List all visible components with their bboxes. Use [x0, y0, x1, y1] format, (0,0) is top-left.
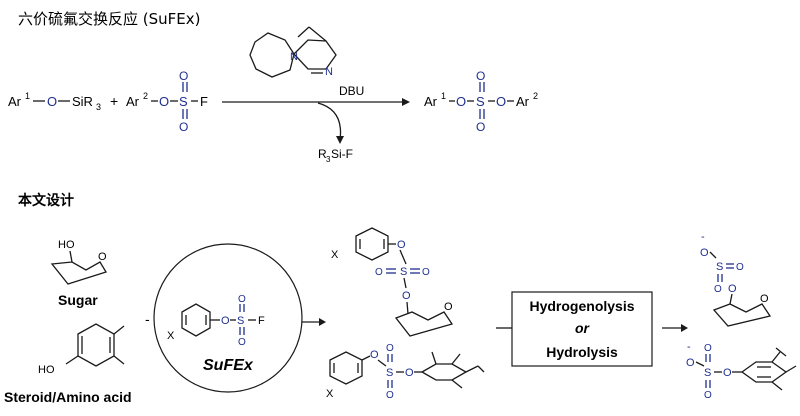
- design-heading: 本文设计: [18, 192, 74, 209]
- sulfur-label: S: [237, 315, 244, 327]
- charge-label: -: [687, 341, 691, 353]
- nitrogen-label: N: [325, 66, 333, 78]
- phenol-structure: HO Steroid/Amino acid: [4, 323, 132, 405]
- sulfur-label: S: [704, 367, 711, 379]
- sulfur-label: S: [179, 94, 188, 109]
- oxygen-label: O: [402, 290, 411, 302]
- oxygen-label: O: [686, 357, 695, 369]
- silyl-label: SiR: [72, 94, 93, 109]
- byproduct-subscript: 3: [326, 155, 331, 164]
- ar1-label: Ar: [8, 94, 22, 109]
- oxygen-label: O: [496, 94, 506, 109]
- oxygen-label: O: [179, 120, 188, 134]
- oxygen-label: O: [723, 367, 732, 379]
- oxygen-label: O: [476, 120, 485, 134]
- ar2-label: Ar: [516, 94, 530, 109]
- ring-oxygen-label: O: [444, 301, 453, 313]
- deprotection-box: Hydrogenolysis or Hydrolysis: [496, 291, 653, 367]
- fluorine-label: F: [258, 315, 265, 327]
- oxygen-label: O: [370, 349, 379, 361]
- oxygen-label: O: [405, 367, 414, 379]
- scheme-title: 六价硫氟交换反应 (SuFEx): [18, 10, 200, 28]
- ar2-label: Ar: [126, 94, 140, 109]
- ar2-superscript: 2: [143, 91, 148, 101]
- intermediate-diaryl-sulfate: X O S O O O: [326, 343, 485, 401]
- reactant-aryl-silyl-ether: Ar 1 O SiR 3: [8, 91, 101, 112]
- steroid-label: Steroid/Amino acid: [4, 389, 132, 405]
- hydroxyl-label: HO: [58, 239, 75, 251]
- oxygen-label: O: [375, 267, 383, 278]
- sulfur-label: S: [386, 367, 393, 379]
- oxygen-label: O: [704, 390, 712, 401]
- oxygen-label: O: [476, 69, 485, 83]
- sufex-label: SuFEx: [203, 357, 254, 374]
- sugar-structure: HO O Sugar: [50, 239, 107, 308]
- sulfur-label: S: [476, 94, 485, 109]
- oxygen-label: O: [422, 267, 430, 278]
- reactant-aryl-fluorosulfate: Ar 2 O S O O F: [126, 69, 208, 134]
- x-substituent-label: X: [331, 249, 339, 261]
- oxygen-label: O: [159, 94, 169, 109]
- arrow-to-products: [662, 324, 688, 332]
- catalyst-label: DBU: [339, 84, 364, 98]
- oxygen-label: O: [221, 315, 230, 327]
- sulfur-label: S: [400, 266, 407, 278]
- ar1-superscript: 1: [25, 91, 30, 101]
- oxygen-label: O: [728, 283, 737, 295]
- oxygen-label: O: [238, 294, 246, 305]
- or-label: or: [575, 320, 591, 336]
- x-substituent-label: X: [326, 388, 334, 400]
- charge-label: -: [701, 231, 705, 243]
- oxygen-label: O: [704, 343, 712, 354]
- hydrogenolysis-label: Hydrogenolysis: [529, 298, 634, 314]
- hydrolysis-label: Hydrolysis: [546, 344, 618, 360]
- ring-oxygen-label: O: [98, 251, 107, 263]
- nitrogen-label: N: [290, 51, 298, 63]
- intermediate-sugar-sulfate: X O S O O O O: [331, 227, 454, 337]
- oxygen-label: O: [386, 343, 394, 354]
- product-sugar-sulfate: - O S O O O O: [700, 231, 772, 327]
- dbu-structure: N N DBU: [249, 26, 364, 98]
- oxygen-label: O: [700, 247, 709, 259]
- fluorine-label: F: [200, 94, 208, 109]
- oxygen-label: O: [179, 69, 188, 83]
- byproduct-r: R: [318, 147, 327, 161]
- oxygen-label: O: [397, 239, 406, 251]
- oxygen-label: O: [238, 337, 246, 348]
- ar2-superscript: 2: [533, 91, 538, 101]
- product-sulfate: Ar 1 O S O O O Ar 2: [424, 69, 538, 134]
- plus-sign: +: [110, 93, 118, 109]
- byproduct-label: Si-F: [331, 147, 353, 161]
- sugar-label: Sugar: [58, 292, 98, 308]
- oxygen-label: O: [386, 390, 394, 401]
- x-substituent-label: X: [167, 330, 175, 342]
- product-aryl-sulfate: - O S O O O: [686, 341, 797, 401]
- oxygen-label: O: [714, 284, 722, 295]
- arrow-to-intermediates: [302, 318, 326, 326]
- bracket-dash: -: [145, 311, 150, 327]
- ar1-label: Ar: [424, 94, 438, 109]
- reaction-arrow: [222, 98, 410, 144]
- ar1-superscript: 1: [441, 91, 446, 101]
- byproduct-silyl-fluoride: R 3 Si-F: [318, 147, 353, 164]
- hydroxyl-label: HO: [38, 364, 55, 376]
- ring-oxygen-label: O: [760, 293, 769, 305]
- oxygen-label: O: [456, 94, 466, 109]
- sufex-reagent-circle: X O S O O F SuFEx: [153, 243, 303, 393]
- oxygen-label: O: [47, 94, 57, 109]
- silyl-subscript: 3: [96, 102, 101, 112]
- sulfur-label: S: [716, 261, 723, 273]
- oxygen-label: O: [736, 262, 744, 273]
